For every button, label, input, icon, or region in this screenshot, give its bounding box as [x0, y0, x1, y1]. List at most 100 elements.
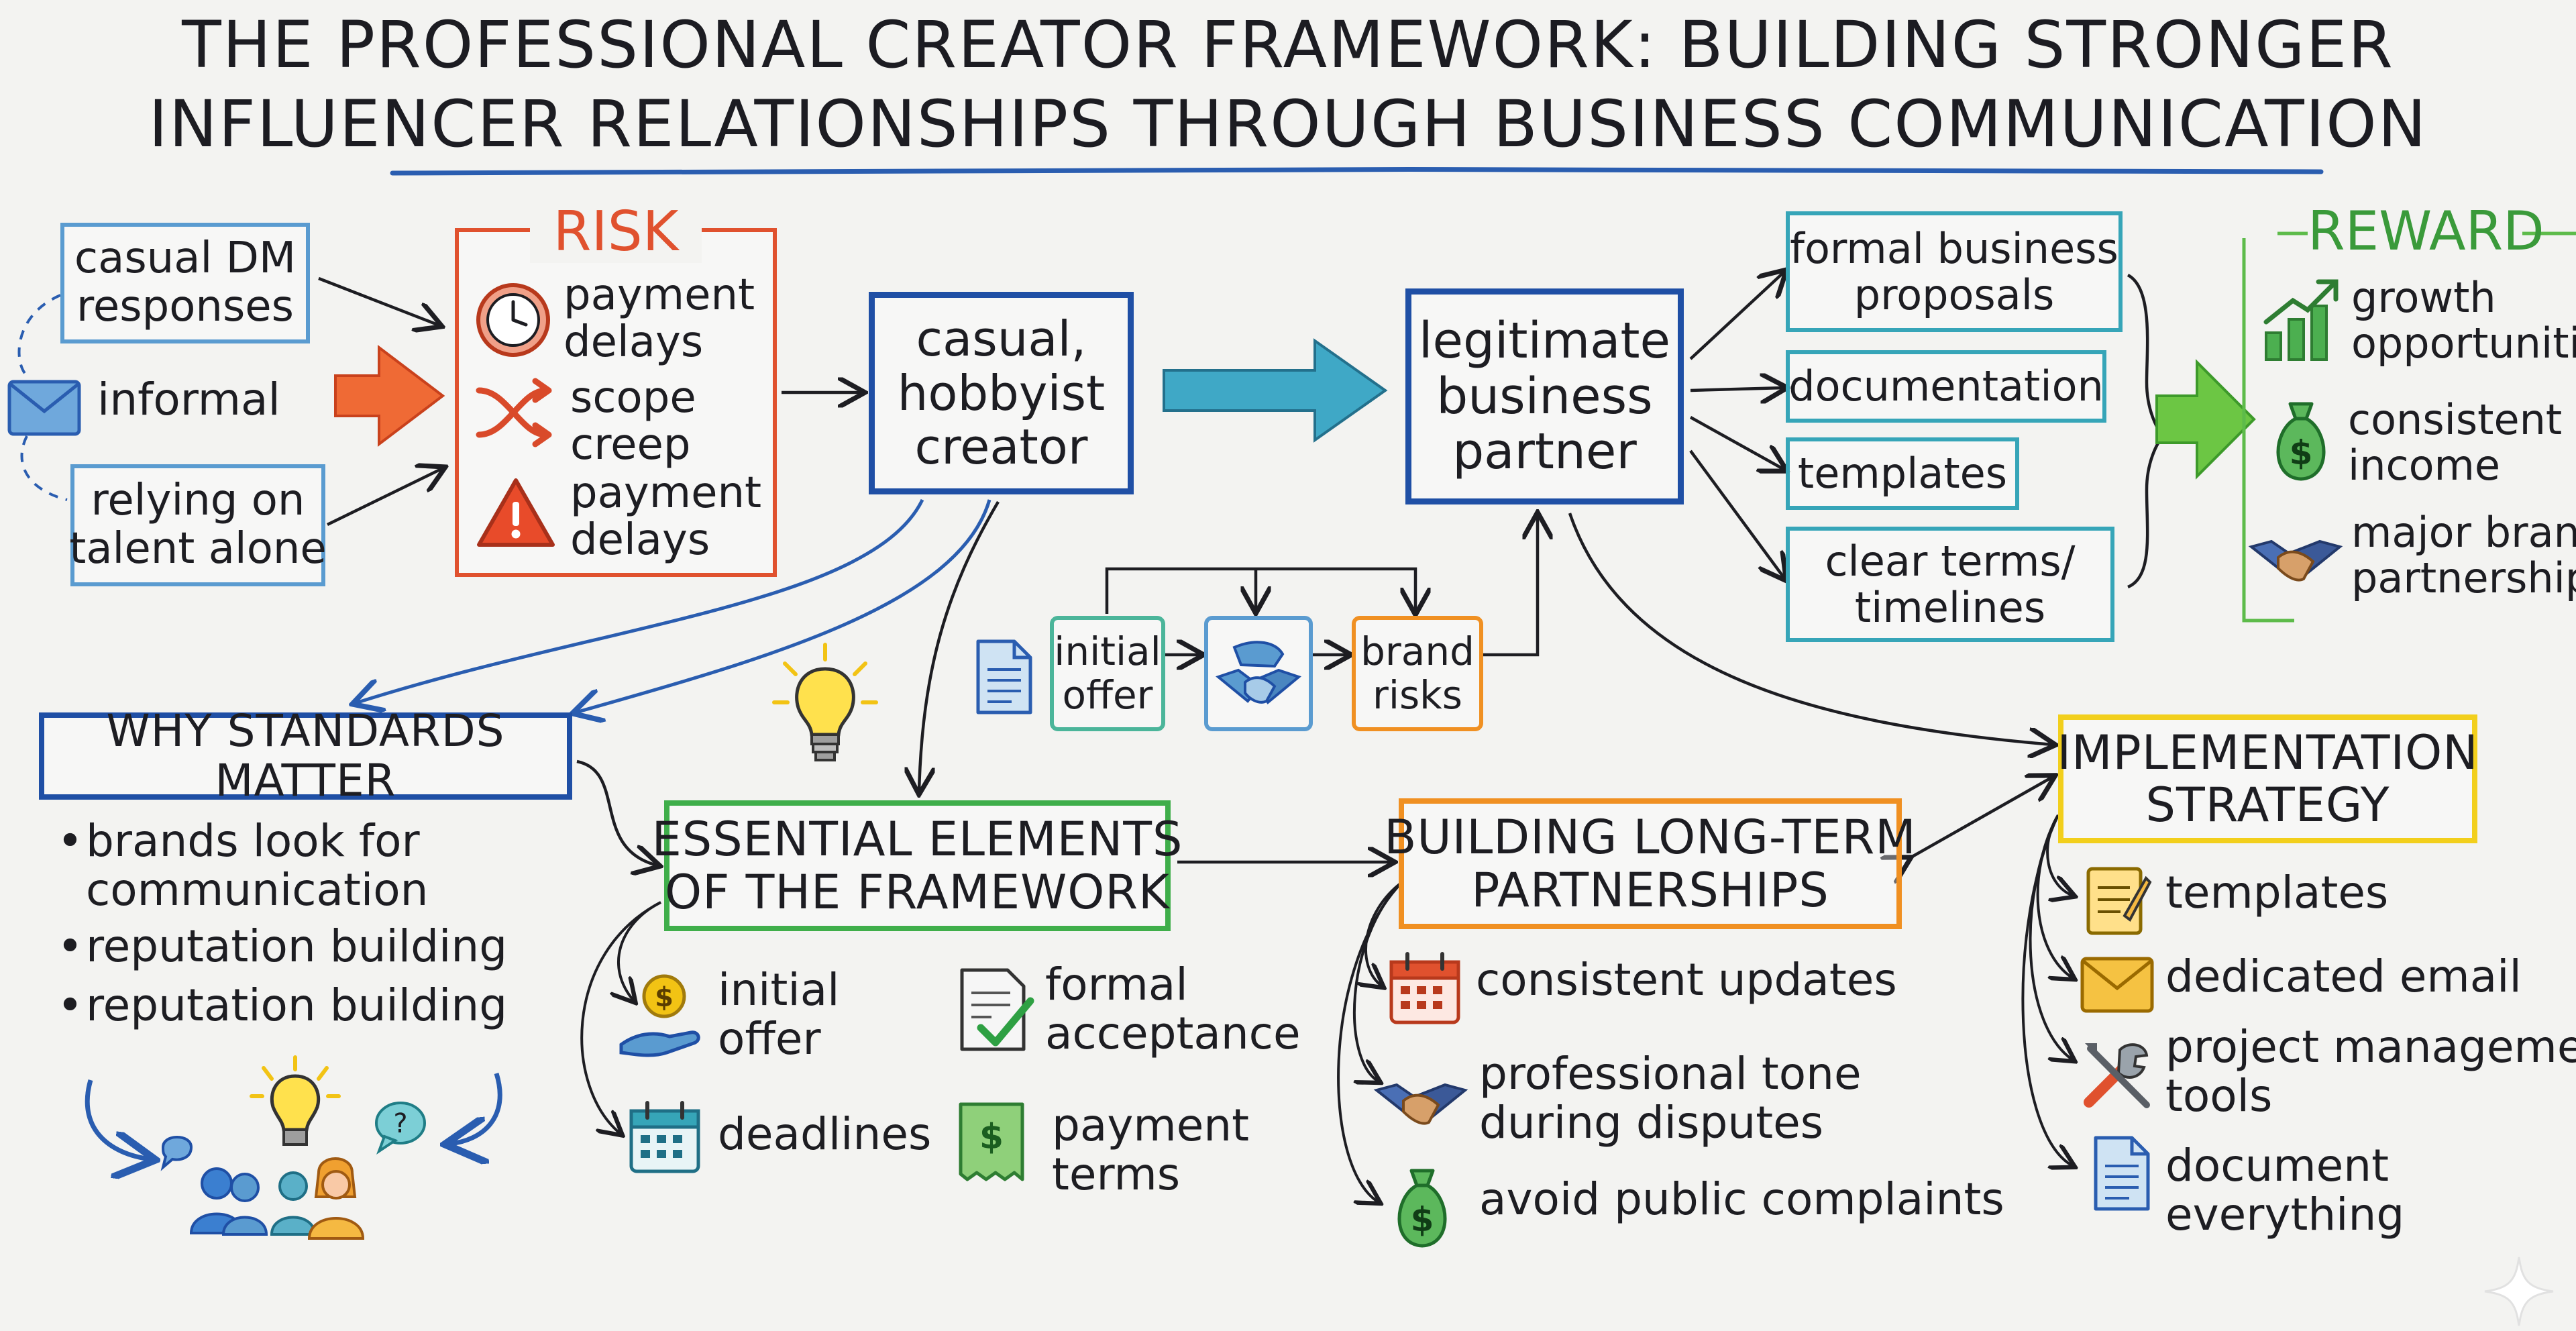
flow-offer-label: initial offer — [1054, 629, 1161, 718]
arrow-hobbyist-to-why-2 — [576, 499, 991, 712]
handshake-icon — [1373, 1083, 1468, 1125]
teal-block-arrow — [1163, 338, 1388, 443]
implementation-box: IMPLEMENTATION STRATEGY — [2057, 714, 2479, 843]
handshake-icon — [2248, 539, 2343, 582]
impl-item-2-label: dedicated email — [2165, 951, 2522, 1002]
longterm-item-3-label: avoid public complaints — [1479, 1173, 2004, 1225]
dashed-bracket — [17, 294, 68, 501]
output-terms-label: clear terms/ timelines — [1825, 536, 2076, 632]
impl-branch-document — [2021, 814, 2073, 1166]
money-bag-icon: $ — [1397, 1169, 1447, 1248]
reward-header: REWARD — [2308, 200, 2544, 262]
casual-dm-box: casual DM responses — [60, 223, 310, 343]
document-icon — [2094, 1136, 2150, 1211]
longterm-item-1-label: consistent updates — [1476, 954, 1897, 1006]
essential-item-4-label: payment terms — [1052, 1100, 1250, 1200]
team-idea-icon: ? — [160, 1055, 426, 1240]
risk-header: RISK — [530, 201, 702, 263]
impl-item-4-label: document everything — [2165, 1140, 2405, 1240]
svg-text:$: $ — [1411, 1200, 1434, 1239]
flow-top-bracket — [1105, 567, 1415, 614]
partner-label: legitimate business partner — [1418, 311, 1671, 481]
longterm-header: BUILDING LONG-TERM PARTNERSHIPS — [1384, 810, 1917, 918]
bill-icon: $ — [959, 1102, 1024, 1181]
arrow-longterm-implementation — [1909, 777, 2053, 859]
why-bullet-2: reputation building — [86, 920, 508, 972]
why-standards-box: WHY STANDARDS MATTER — [39, 706, 572, 805]
svg-text:$: $ — [2290, 433, 2313, 472]
arrow-partner-to-terms — [1689, 449, 1784, 578]
title-line-2: INFLUENCER RELATIONSHIPS THROUGH BUSINES… — [148, 87, 2428, 162]
longterm-item-2-label: professional tone during disputes — [1479, 1048, 1862, 1149]
calendar-icon — [629, 1101, 700, 1173]
arrow-casual-to-risk — [318, 276, 439, 325]
money-bag-icon: $ — [2276, 402, 2326, 481]
checked-document-icon — [960, 968, 1034, 1051]
why-bullet-2-dot: • — [57, 920, 83, 972]
sparkle-icon — [2484, 1257, 2554, 1326]
casual-dm-label: casual DM responses — [74, 233, 297, 331]
arrow-partner-to-documentation — [1690, 388, 1784, 390]
arrow-partner-to-templates — [1689, 416, 1784, 470]
flow-risks-box: brand risks — [1352, 616, 1483, 731]
arrow-partner-to-implementation — [1568, 513, 2053, 745]
curvy-arrow-right — [449, 1072, 502, 1144]
output-documentation-box: documentation — [1786, 350, 2106, 423]
title-underline — [390, 167, 2324, 176]
why-bullet-1-dot: • — [57, 815, 83, 867]
coin-hand-icon: $ — [619, 974, 700, 1057]
title-line-1: THE PROFESSIONAL CREATOR FRAMEWORK: BUIL… — [182, 7, 2394, 83]
warning-icon — [477, 478, 555, 547]
arrow-hobbyist-to-essential — [919, 500, 1000, 792]
green-block-arrow — [2155, 359, 2256, 480]
why-bullet-3: reputation building — [86, 979, 508, 1031]
handshake-icon — [1216, 641, 1301, 704]
essential-item-1-label: initial offer — [718, 964, 840, 1065]
why-standards-header: WHY STANDARDS MATTER — [106, 705, 505, 806]
arrow-hobbyist-to-why-1 — [356, 498, 924, 703]
lightbulb-icon — [772, 643, 878, 761]
reward-item-2-label: consistent income — [2348, 395, 2563, 490]
arrow-partner-to-proposals — [1689, 272, 1784, 360]
tools-icon — [2084, 1043, 2150, 1108]
essential-box: ESSENTIAL ELEMENTS OF THE FRAMEWORK — [652, 800, 1182, 931]
flow-handshake-box — [1204, 616, 1313, 731]
implementation-header: IMPLEMENTATION STRATEGY — [2057, 725, 2479, 833]
svg-text:$: $ — [979, 1117, 1004, 1157]
output-terms-box: clear terms/ timelines — [1786, 527, 2114, 642]
reward-item-1-label: growth opportunities — [2351, 273, 2576, 368]
growth-chart-icon — [2263, 279, 2339, 361]
impl-item-1-label: templates — [2165, 867, 2389, 918]
hobbyist-box: casual, hobbyist creator — [869, 292, 1134, 494]
notepad-icon — [2086, 867, 2152, 935]
talent-box: relying on talent alone — [69, 464, 327, 586]
essential-item-3-label: deadlines — [718, 1108, 932, 1160]
risk-item-3-label: payment delays — [570, 468, 762, 566]
output-templates-label: templates — [1797, 449, 2008, 498]
informal-label: informal — [97, 374, 280, 425]
hobbyist-label: casual, hobbyist creator — [897, 311, 1106, 476]
longterm-box: BUILDING LONG-TERM PARTNERSHIPS — [1384, 798, 1916, 929]
risk-item-2-label: scope creep — [570, 373, 696, 470]
arrow-risks-to-partner — [1483, 515, 1538, 657]
output-proposals-label: formal business proposals — [1790, 223, 2118, 319]
output-documentation-label: documentation — [1788, 362, 2104, 411]
flow-offer-box: initial offer — [1050, 616, 1165, 731]
partner-box: legitimate business partner — [1405, 288, 1684, 504]
arrow-talent-to-risk — [327, 468, 443, 527]
longterm-branch-complaints — [1337, 881, 1403, 1202]
calendar-icon — [1389, 952, 1460, 1024]
arrow-why-to-essential — [576, 759, 657, 865]
envelope-icon — [7, 380, 81, 436]
impl-branch-tools — [2029, 814, 2073, 1060]
essential-header: ESSENTIAL ELEMENTS OF THE FRAMEWORK — [651, 812, 1183, 920]
svg-text:$: $ — [655, 982, 674, 1013]
why-bullet-3-dot: • — [57, 979, 83, 1031]
risk-item-1-label: payment delays — [564, 270, 755, 368]
document-icon — [976, 639, 1032, 714]
reward-frame — [2242, 231, 2576, 623]
envelope-icon — [2080, 957, 2154, 1013]
shuffle-icon — [476, 378, 552, 447]
